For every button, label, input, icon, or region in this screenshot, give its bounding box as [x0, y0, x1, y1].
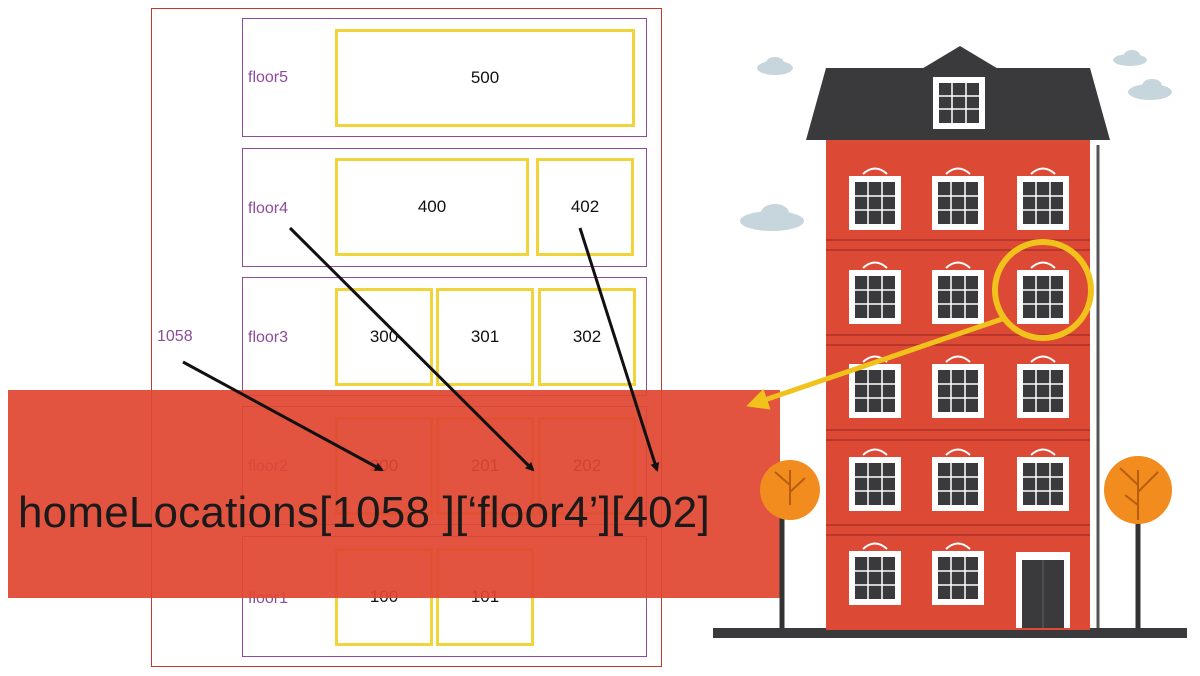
door — [1016, 552, 1070, 628]
floor-label: floor5 — [248, 69, 289, 86]
building-number-label: 1058 — [157, 328, 193, 345]
window-icon — [1017, 167, 1069, 230]
room-box: 500 — [335, 29, 635, 127]
windows — [849, 167, 1069, 605]
floor-label: floor3 — [248, 329, 289, 346]
brick-facade — [826, 140, 1090, 630]
window-icon — [932, 448, 984, 511]
room-box: 402 — [536, 158, 634, 256]
room-box: 300 — [335, 288, 433, 386]
floor-box-5: floor5 — [242, 18, 647, 137]
building-outline-box — [151, 8, 662, 667]
dormer — [920, 46, 1000, 140]
cloud-icon — [740, 50, 1172, 231]
floor-label: floor4 — [248, 200, 289, 217]
window-icon — [932, 355, 984, 418]
expression-text: homeLocations[1058 ][‘floor4’][402] — [18, 488, 710, 537]
window-icon — [932, 542, 984, 605]
window-icon — [849, 167, 901, 230]
window-icon — [1017, 261, 1069, 324]
roof — [806, 68, 1110, 140]
ground-line — [713, 628, 1187, 638]
window-icon — [849, 261, 901, 324]
window-icon — [849, 448, 901, 511]
window-icon — [933, 77, 985, 129]
highlight-circle — [992, 239, 1094, 341]
window-icon — [932, 167, 984, 230]
tree-icon — [1104, 456, 1172, 632]
room-box: 302 — [538, 288, 636, 386]
window-icon — [1017, 448, 1069, 511]
window-icon — [932, 261, 984, 324]
room-box: 301 — [436, 288, 534, 386]
window-icon — [1017, 355, 1069, 418]
highlight-arrow — [746, 315, 1006, 410]
room-box: 400 — [335, 158, 529, 256]
window-icon — [849, 542, 901, 605]
window-icon — [849, 355, 901, 418]
brick-lines — [826, 239, 1090, 536]
